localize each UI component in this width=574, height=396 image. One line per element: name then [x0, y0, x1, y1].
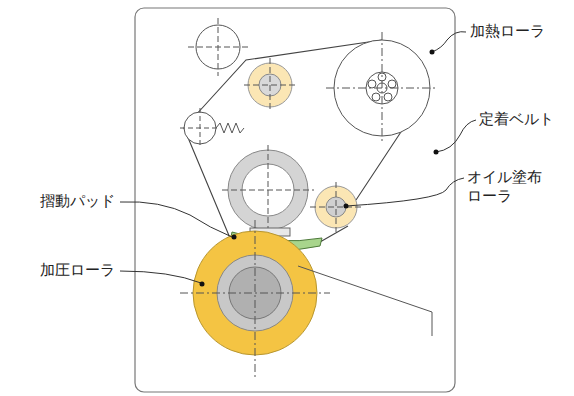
- part-label: 定着ベルト: [479, 110, 571, 129]
- exit-guide: [298, 266, 432, 336]
- oil-roller: [310, 182, 362, 232]
- part-label: 摺動パッド: [40, 192, 130, 211]
- leader-lines: [120, 32, 476, 283]
- part-label: 加熱ローラ: [470, 22, 570, 41]
- part-label: オイル塗布 ローラ: [467, 168, 549, 206]
- heating-roller: [326, 32, 438, 144]
- spring-roller: [180, 108, 244, 148]
- leader-dots: [200, 50, 439, 287]
- pressure-roller: [180, 220, 330, 380]
- fixing-belt: [184, 40, 430, 242]
- tension-roller: [244, 58, 296, 112]
- part-label: 加圧ローラ: [40, 261, 130, 280]
- pad-holder-roller: [222, 145, 314, 236]
